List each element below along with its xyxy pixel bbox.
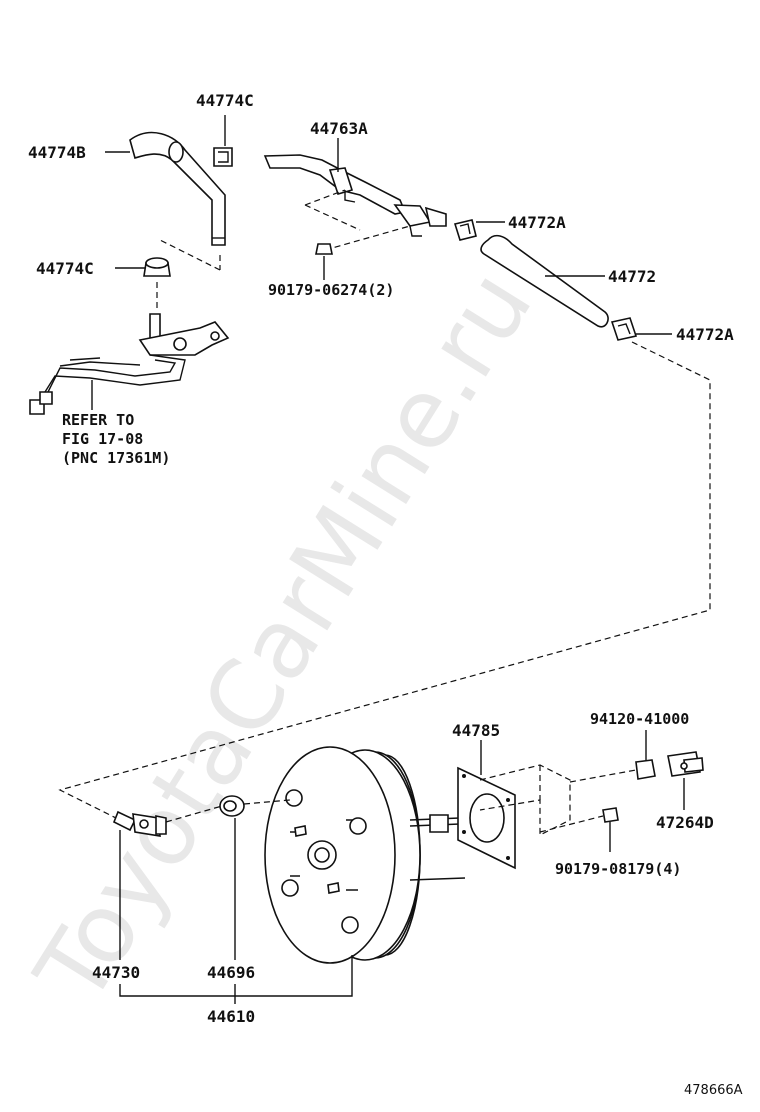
hose-44774b (129, 131, 226, 246)
clip-44772a-right (610, 317, 638, 341)
gasket-44785 (457, 766, 516, 870)
label-44763a: 44763A (310, 119, 368, 138)
label-44774c-mid: 44774C (36, 259, 94, 278)
nut-90179-08179 (602, 807, 619, 823)
hose-44772 (480, 234, 609, 328)
label-44785: 44785 (452, 721, 500, 740)
label-44610: 44610 (207, 1007, 255, 1026)
hose-44763a (263, 154, 447, 237)
clevis-47264d (667, 751, 704, 777)
nut-90179-06274 (315, 243, 333, 255)
label-44772a-right: 44772A (676, 325, 734, 344)
grommet-44696 (219, 795, 245, 817)
label-47264d: 47264D (656, 813, 714, 832)
clip-44774c-mid (143, 257, 171, 277)
clip-44772a-top (453, 219, 477, 241)
diagram-code: 478666A (684, 1083, 743, 1098)
label-90179-06274: 90179-06274(2) (268, 281, 394, 299)
label-44772a-top: 44772A (508, 213, 566, 232)
label-44772: 44772 (608, 267, 656, 286)
brake-booster-44610 (264, 746, 466, 964)
vacuum-pipe-assembly (29, 313, 230, 415)
reference-line-1: REFER TO (62, 411, 134, 429)
label-44774c-top: 44774C (196, 91, 254, 110)
check-valve-44730 (112, 810, 167, 837)
reference-line-3: (PNC 17361M) (62, 449, 170, 467)
label-90179-08179: 90179-08179(4) (555, 860, 681, 878)
label-44774b: 44774B (28, 143, 86, 162)
label-44696: 44696 (207, 963, 255, 982)
label-44730: 44730 (92, 963, 140, 982)
label-94120-41000: 94120-41000 (590, 710, 689, 728)
reference-line-2: FIG 17-08 (62, 430, 143, 448)
nut-94120-41000 (635, 759, 656, 780)
clip-44774c-top (213, 147, 233, 167)
